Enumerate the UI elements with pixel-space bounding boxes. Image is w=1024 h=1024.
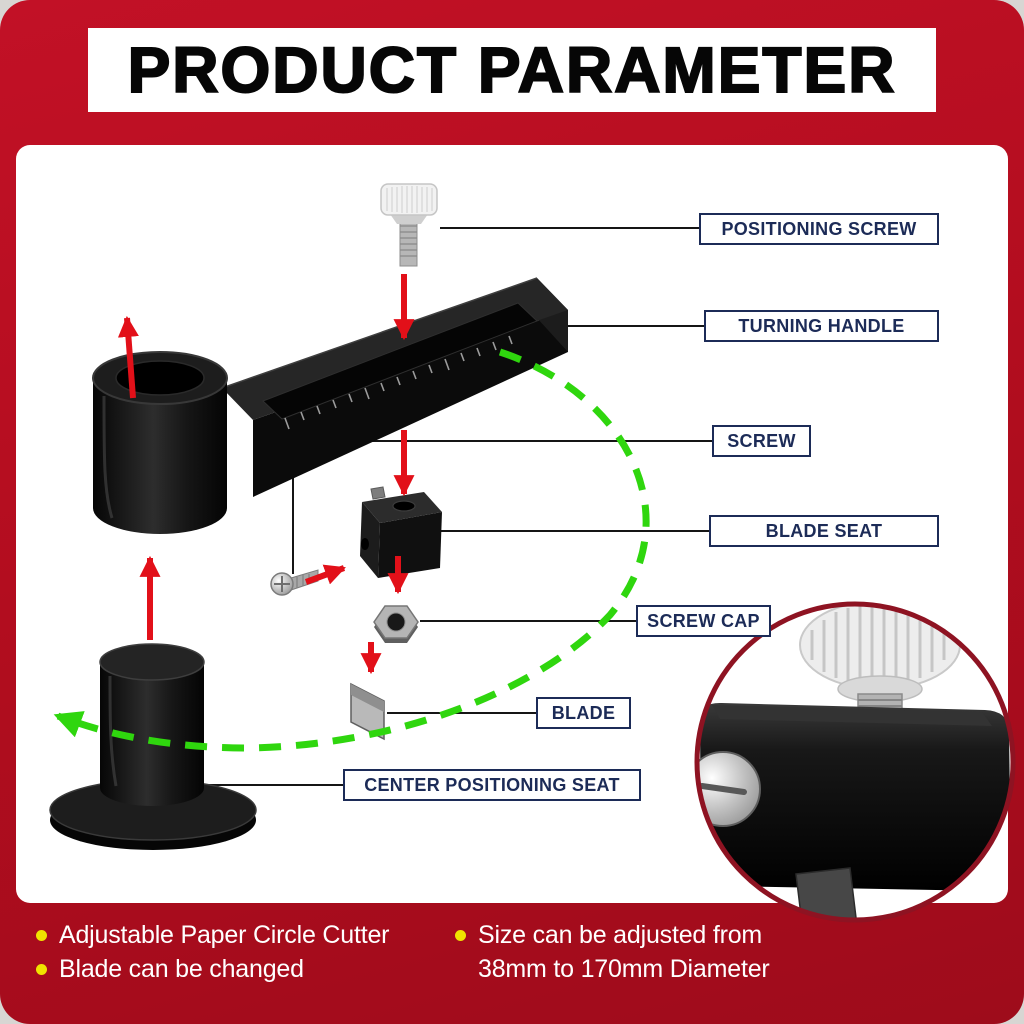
label-center-positioning-seat: CENTER POSITIONING SEAT [343, 769, 641, 801]
bullet-icon [36, 964, 47, 975]
feature-text: 38mm to 170mm Diameter [478, 955, 770, 983]
feature-size-range-line2: 38mm to 170mm Diameter [455, 955, 770, 984]
feature-size-range-line1: Size can be adjusted from [455, 921, 762, 950]
feature-text: Size can be adjusted from [478, 921, 763, 949]
feature-text: Blade can be changed [59, 955, 304, 983]
title-banner: PRODUCT PARAMETER [88, 28, 936, 112]
bullet-icon [455, 930, 466, 941]
label-screw-cap: SCREW CAP [636, 605, 771, 637]
feature-blade-changeable: Blade can be changed [36, 955, 304, 984]
label-positioning-screw: POSITIONING SCREW [699, 213, 939, 245]
feature-adjustable-cutter: Adjustable Paper Circle Cutter [36, 921, 389, 950]
bullet-icon [36, 930, 47, 941]
label-blade: BLADE [536, 697, 631, 729]
feature-text: Adjustable Paper Circle Cutter [59, 921, 390, 949]
page-title: PRODUCT PARAMETER [127, 33, 897, 107]
label-blade-seat: BLADE SEAT [709, 515, 939, 547]
label-turning-handle: TURNING HANDLE [704, 310, 939, 342]
label-screw: SCREW [712, 425, 811, 457]
